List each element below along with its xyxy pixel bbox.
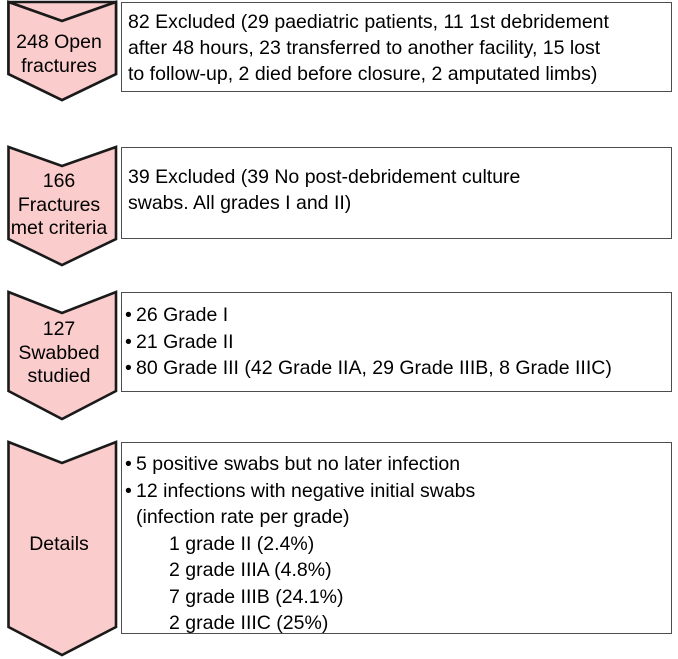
chevron-shape-icon — [7, 440, 118, 657]
textbox-line: 39 Excluded (39 No post-debridement cult… — [128, 166, 521, 188]
details-grade-line: 2 grade IIIA (4.8%) — [169, 559, 332, 581]
details-grade-line: 2 grade IIIC (25%) — [169, 612, 329, 634]
bullet-dot-icon: • — [125, 304, 132, 326]
list-item: •26 Grade I — [125, 302, 671, 329]
textbox-swabbed-studied: •26 Grade I •21 Grade II •80 Grade III (… — [121, 292, 672, 392]
chevron-met-criteria: 166 Fractures met criteria — [0, 145, 124, 267]
list-item: •21 Grade II — [125, 329, 671, 356]
textbox-open-fractures: 82 Excluded (29 paediatric patients, 11 … — [121, 2, 672, 92]
list-item: •5 positive swabs but no later infection — [125, 451, 671, 478]
bullet-list-grades: •26 Grade I •21 Grade II •80 Grade III (… — [125, 302, 671, 382]
list-item-label: 26 Grade I — [136, 304, 229, 326]
chevron-shape-icon — [7, 290, 118, 421]
bullet-dot-icon: • — [125, 330, 132, 353]
chevron-shape-icon — [7, 145, 118, 267]
list-item-label: 5 positive swabs but no later infection — [136, 453, 461, 475]
details-grade-line: 1 grade II (2.4%) — [169, 532, 315, 555]
textbox-met-criteria: 39 Excluded (39 No post-debridement cult… — [121, 147, 672, 239]
textbox-line: swabs. All grades I and II) — [128, 192, 352, 214]
chevron-shape-icon — [7, 0, 118, 102]
chevron-open-fractures: 248 Open fractures — [0, 0, 124, 102]
textbox-line: to follow-up, 2 died before closure, 2 a… — [128, 63, 598, 85]
textbox-line: 82 Excluded (29 paediatric patients, 11 … — [128, 11, 609, 33]
textbox-line: after 48 hours, 23 transferred to anothe… — [128, 37, 601, 59]
list-item-label: 21 Grade II — [136, 330, 234, 353]
list-item: •12 infections with negative initial swa… — [125, 478, 671, 505]
details-grade-line: 7 grade IIIB (24.1%) — [169, 585, 344, 608]
list-item-label: 80 Grade III (42 Grade IIA, 29 Grade III… — [136, 357, 612, 379]
list-item-label: 12 infections with negative initial swab… — [136, 479, 476, 502]
bullet-dot-icon: • — [125, 453, 132, 475]
list-item: •80 Grade III (42 Grade IIA, 29 Grade II… — [125, 355, 671, 382]
bullet-dot-icon: • — [125, 357, 132, 379]
chevron-swabbed-studied: 127 Swabbed studied — [0, 290, 124, 421]
textbox-details: •5 positive swabs but no later infection… — [121, 442, 672, 634]
chevron-details: Details — [0, 440, 124, 657]
details-subline: (infection rate per grade) — [136, 506, 350, 528]
bullet-list-details: •5 positive swabs but no later infection… — [125, 451, 671, 504]
bullet-dot-icon: • — [125, 479, 132, 502]
